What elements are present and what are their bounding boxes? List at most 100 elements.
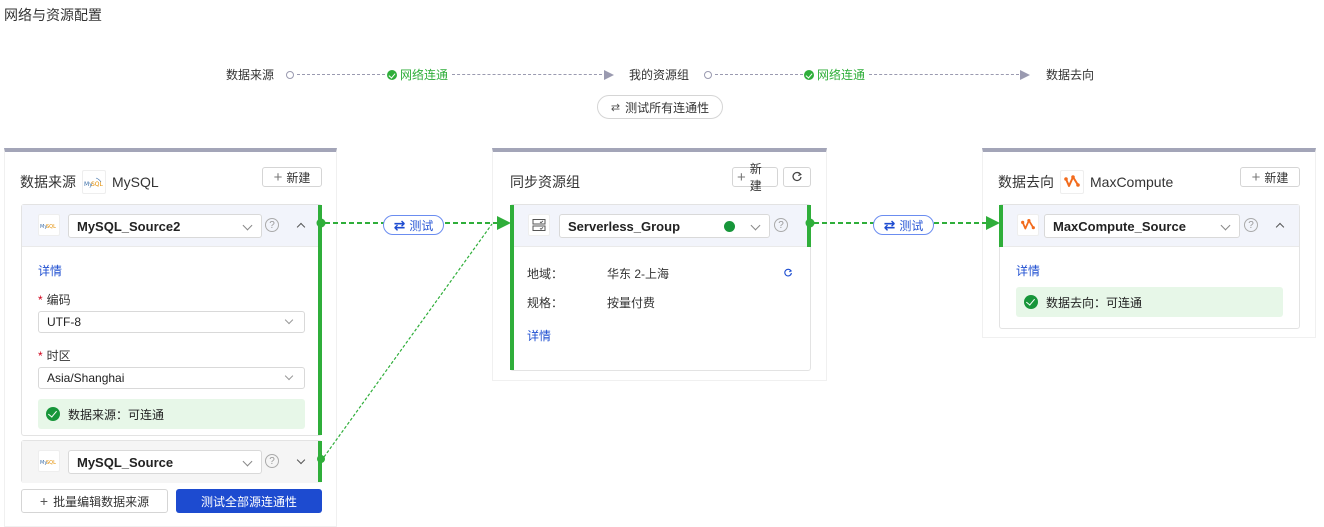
chevron-down-icon <box>242 456 253 467</box>
help-icon[interactable]: ? <box>774 218 788 232</box>
destination-card: MaxCompute_Source ? 详情 数据去向：可连通 <box>999 204 1300 329</box>
svg-text:My: My <box>40 460 47 466</box>
flow-resource-label: 我的资源组 <box>629 68 690 82</box>
new-destination-label: 新建 <box>1264 170 1289 185</box>
batch-edit-sources-label: 批量编辑数据来源 <box>53 494 150 509</box>
pending-node-icon <box>704 71 712 79</box>
test-connection-source-button[interactable]: ⇄ 测试 <box>383 215 444 235</box>
destination-column-title: 数据去向 <box>998 174 1054 190</box>
svg-text:My: My <box>40 224 47 230</box>
plus-icon: + <box>1251 168 1261 186</box>
batch-edit-sources-button[interactable]: + 批量编辑数据来源 <box>21 489 168 513</box>
flow-dest-label: 数据去向 <box>1046 68 1095 82</box>
swap-arrows-icon: ⇄ <box>883 217 896 233</box>
refresh-button[interactable] <box>783 167 811 187</box>
check-circle-icon <box>804 70 814 80</box>
new-resource-group-label: 新建 <box>749 162 762 193</box>
chevron-down-icon <box>284 371 294 381</box>
test-all-connectivity-label: 测试所有连通性 <box>625 100 710 115</box>
new-source-label: 新建 <box>286 170 311 185</box>
resource-group-card: Serverless_Group ? 地域： 华东 2-上海 规格： 按量付费 … <box>510 204 811 371</box>
spec-label: 规格： <box>527 296 564 310</box>
connection-port-bar <box>318 441 322 482</box>
test-all-connectivity-button[interactable]: ⇄ 测试所有连通性 <box>597 95 723 119</box>
test-connection-destination-button[interactable]: ⇄ 测试 <box>873 215 934 235</box>
help-icon[interactable]: ? <box>265 454 279 468</box>
encoding-label: *编码 <box>38 293 71 307</box>
destination-card-header: MaxCompute_Source ? <box>1000 205 1299 247</box>
arrow-right-icon <box>604 70 614 80</box>
source-type-name: MySQL <box>112 174 159 190</box>
flow-source-label: 数据来源 <box>226 68 275 82</box>
source-select-2[interactable]: MySQL_Source <box>68 450 262 474</box>
refresh-icon <box>792 171 802 182</box>
resource-group-select[interactable]: Serverless_Group <box>559 214 770 238</box>
expand-chevron-down-icon[interactable] <box>296 455 306 465</box>
server-icon <box>528 214 550 236</box>
timezone-value: Asia/Shanghai <box>47 371 125 385</box>
destination-status-badge: 数据去向：可连通 <box>1016 287 1283 317</box>
source-select-1-value: MySQL_Source2 <box>77 218 181 234</box>
resource-card-header: Serverless_Group ? <box>511 205 810 247</box>
region-label: 地域： <box>527 267 564 281</box>
chevron-down-icon <box>750 220 761 231</box>
new-destination-button[interactable]: + 新建 <box>1240 167 1300 187</box>
destination-select-value: MaxCompute_Source <box>1053 218 1186 234</box>
resource-column-title: 同步资源组 <box>510 174 580 190</box>
source-select-2-value: MySQL_Source <box>77 454 174 470</box>
svg-text:SQL: SQL <box>46 224 56 230</box>
connectivity-flow: 数据来源 网络连通 我的资源组 网络连通 数据去向 <box>0 66 1324 84</box>
page-title: 网络与资源配置 <box>4 7 102 23</box>
destination-details-link[interactable]: 详情 <box>1016 264 1041 278</box>
svg-text:SQL: SQL <box>46 460 56 466</box>
plus-icon: + <box>273 168 283 186</box>
flow-dash <box>869 74 1019 75</box>
chevron-down-icon <box>284 315 294 325</box>
resource-group-column: 同步资源组 + 新建 Serverless_Group ? 地域： 华东 2-上… <box>492 148 827 381</box>
source-details-link[interactable]: 详情 <box>38 264 63 278</box>
timezone-label-text: 时区 <box>46 349 71 363</box>
destination-column-header: 数据去向 MaxCompute <box>998 170 1173 194</box>
svg-text:My: My <box>84 181 93 188</box>
destination-select[interactable]: MaxCompute_Source <box>1044 214 1240 238</box>
connection-port-bar-in <box>510 205 514 370</box>
test-connection-label: 测试 <box>409 218 434 233</box>
collapse-chevron-up-icon[interactable] <box>1275 222 1285 232</box>
new-resource-group-button[interactable]: + 新建 <box>732 162 778 193</box>
connection-port-bar-in <box>999 205 1003 247</box>
arrow-right-icon <box>1020 70 1030 80</box>
new-source-button[interactable]: + 新建 <box>262 167 322 187</box>
flow-link1-status: 网络连通 <box>400 68 449 82</box>
timezone-select[interactable]: Asia/Shanghai <box>38 367 305 389</box>
check-circle-icon <box>387 70 397 80</box>
resource-details-link[interactable]: 详情 <box>527 329 552 343</box>
source-status-badge: 数据来源：可连通 <box>38 399 305 429</box>
source-status-text: 数据来源：可连通 <box>68 407 165 422</box>
chevron-down-icon <box>242 220 253 231</box>
pending-node-icon <box>286 71 294 79</box>
source-column-title: 数据来源 <box>20 174 76 190</box>
collapse-chevron-up-icon[interactable] <box>296 222 306 232</box>
refresh-region-icon[interactable] <box>783 267 793 281</box>
encoding-select[interactable]: UTF-8 <box>38 311 305 333</box>
connection-port-bar <box>318 205 322 435</box>
source-select-1[interactable]: MySQL_Source2 <box>68 214 262 238</box>
help-icon[interactable]: ? <box>1244 218 1258 232</box>
flow-dash <box>452 74 602 75</box>
check-circle-icon <box>1024 295 1038 309</box>
help-icon[interactable]: ? <box>265 218 279 232</box>
swap-icon: ⇄ <box>610 101 621 114</box>
spec-value: 按量付费 <box>607 296 656 310</box>
status-ok-icon <box>724 221 735 232</box>
destination-status-text: 数据去向：可连通 <box>1046 295 1143 310</box>
test-connection-label: 测试 <box>899 218 924 233</box>
region-value: 华东 2-上海 <box>607 267 670 281</box>
resource-group-select-value: Serverless_Group <box>568 218 681 234</box>
test-all-sources-button[interactable]: 测试全部源连通性 <box>176 489 322 513</box>
